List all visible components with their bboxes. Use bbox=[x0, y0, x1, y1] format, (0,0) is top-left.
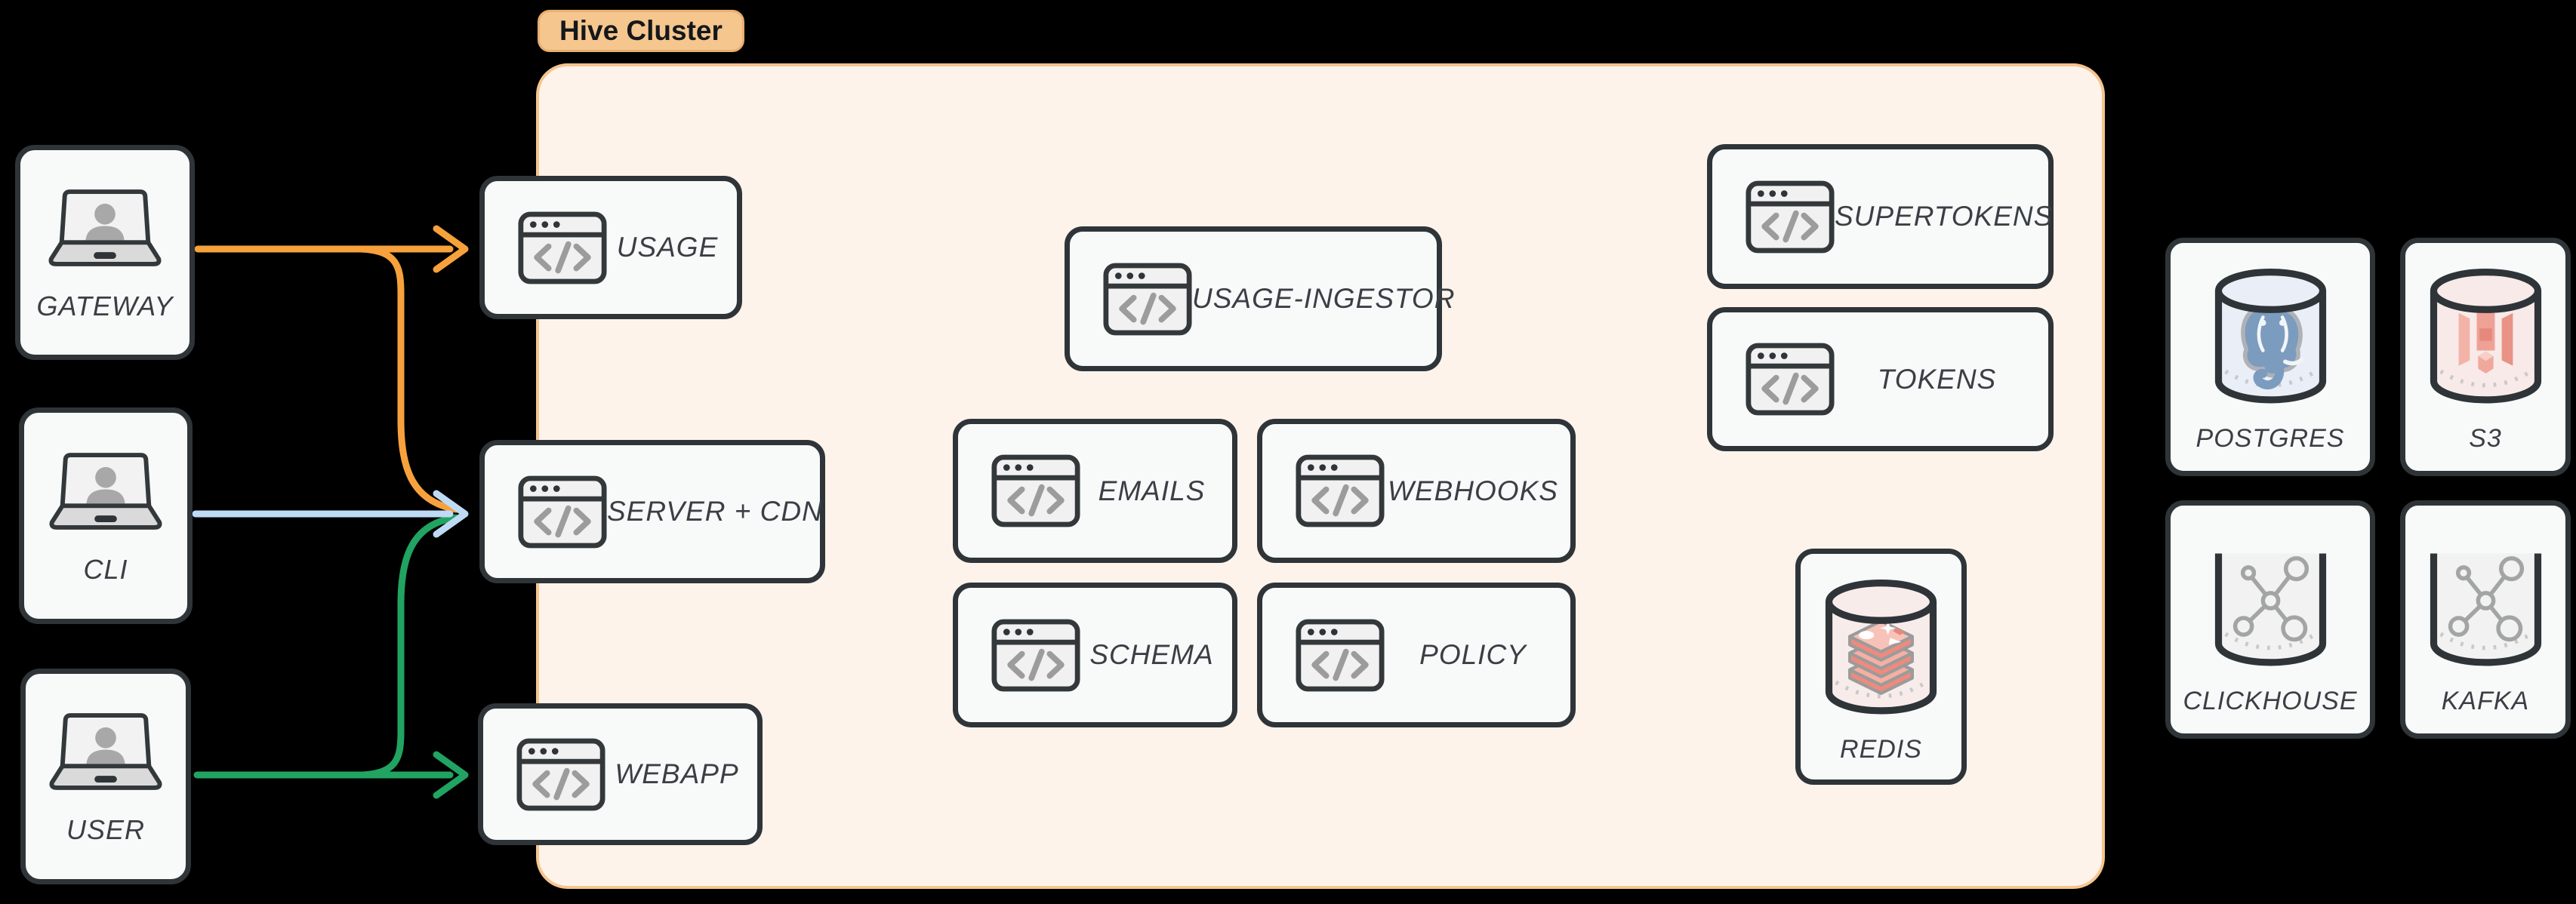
node-s3: S3 bbox=[2400, 238, 2571, 476]
code-window-icon bbox=[518, 211, 607, 284]
node-emails-label: EMAILS bbox=[1098, 475, 1206, 506]
node-schema-label: SCHEMA bbox=[1089, 639, 1214, 670]
node-webapp-label: WEBAPP bbox=[615, 758, 739, 789]
node-usage-label: USAGE bbox=[616, 232, 719, 263]
node-clickhouse: CLICKHOUSE bbox=[2165, 500, 2375, 739]
node-webhooks: WEBHOOKS bbox=[1257, 419, 1576, 563]
node-user-label: USER bbox=[66, 814, 146, 845]
node-tokens-label: TOKENS bbox=[1877, 363, 1997, 395]
node-webhooks-label: WEBHOOKS bbox=[1388, 475, 1558, 506]
laptop-user-icon bbox=[42, 710, 169, 796]
code-window-icon bbox=[1103, 263, 1192, 336]
node-redis: REDIS bbox=[1795, 549, 1967, 785]
edge-user-webapp-arrowhead bbox=[433, 751, 469, 799]
node-tokens: TOKENS bbox=[1707, 307, 2054, 451]
laptop-user-icon bbox=[42, 450, 169, 536]
kafka-database-icon bbox=[2427, 531, 2545, 670]
node-usage-ingestor-label: USAGE-INGESTOR bbox=[1192, 283, 1456, 314]
node-webapp: WEBAPP bbox=[478, 703, 763, 845]
code-window-icon bbox=[516, 738, 605, 811]
node-schema: SCHEMA bbox=[953, 583, 1237, 727]
node-clickhouse-label: CLICKHOUSE bbox=[2183, 687, 2358, 715]
node-server-cdn-label: SERVER + CDN bbox=[607, 496, 823, 527]
node-kafka: KAFKA bbox=[2400, 500, 2571, 739]
code-window-icon bbox=[991, 454, 1080, 527]
node-cli: CLI bbox=[19, 407, 193, 624]
node-server-cdn: SERVER + CDN bbox=[479, 440, 825, 583]
node-policy-label: POLICY bbox=[1419, 639, 1527, 670]
code-window-icon bbox=[518, 475, 607, 549]
node-supertokens: SUPERTOKENS bbox=[1707, 144, 2054, 289]
code-window-icon bbox=[1296, 619, 1385, 692]
node-emails: EMAILS bbox=[953, 419, 1237, 563]
node-supertokens-label: SUPERTOKENS bbox=[1835, 201, 2054, 232]
s3-database-icon bbox=[2427, 269, 2545, 407]
node-gateway: GATEWAY bbox=[15, 145, 195, 360]
postgres-database-icon bbox=[2211, 269, 2330, 407]
node-usage-ingestor: USAGE-INGESTOR bbox=[1065, 226, 1454, 371]
redis-database-icon bbox=[1822, 580, 1940, 718]
node-policy: POLICY bbox=[1257, 583, 1576, 727]
edge-gateway-usage-arrowhead bbox=[433, 225, 469, 273]
edge-user-server-cdn bbox=[357, 514, 460, 779]
edge-cli-server-cdn-arrowhead bbox=[433, 490, 469, 538]
hive-cluster-label: Hive Cluster bbox=[538, 10, 744, 52]
node-gateway-label: GATEWAY bbox=[36, 290, 174, 321]
node-cli-label: CLI bbox=[83, 553, 128, 585]
code-window-icon bbox=[1746, 180, 1835, 254]
node-redis-label: REDIS bbox=[1840, 735, 1922, 764]
node-user: USER bbox=[20, 669, 191, 884]
code-window-icon bbox=[1746, 343, 1835, 416]
code-window-icon bbox=[1296, 454, 1385, 527]
node-postgres: POSTGRES bbox=[2165, 238, 2375, 476]
cluster-title: Hive Cluster bbox=[559, 15, 723, 46]
node-usage: USAGE bbox=[479, 176, 742, 319]
laptop-user-icon bbox=[42, 186, 168, 272]
clickhouse-database-icon bbox=[2211, 531, 2330, 670]
code-window-icon bbox=[991, 619, 1080, 692]
node-s3-label: S3 bbox=[2469, 424, 2502, 453]
node-postgres-label: POSTGRES bbox=[2195, 424, 2345, 453]
node-kafka-label: KAFKA bbox=[2441, 687, 2530, 715]
edge-gateway-server-cdn bbox=[357, 245, 460, 513]
